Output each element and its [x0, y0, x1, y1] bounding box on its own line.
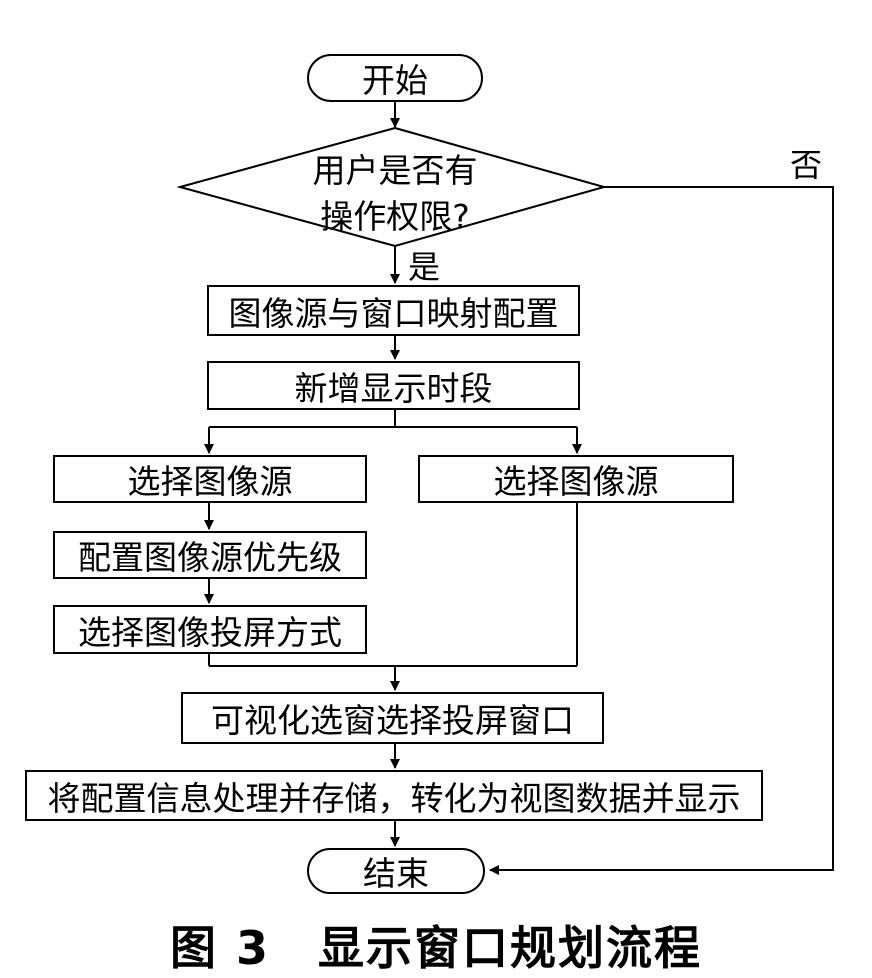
decision-text: 用户是否有 操作权限?: [190, 148, 600, 240]
yes-label: 是: [408, 248, 441, 286]
step-process-store: 将配置信息处理并存储，转化为视图数据并显示: [25, 770, 763, 821]
end-terminal: 结束: [307, 848, 485, 894]
decision-line-2: 操作权限?: [320, 197, 470, 236]
arrow-no-branch: [489, 186, 834, 875]
step-mapping-config: 图像源与窗口映射配置: [207, 285, 580, 336]
step-select-window: 可视化选窗选择投屏窗口: [181, 692, 604, 744]
step-projection-mode: 选择图像投屏方式: [53, 605, 367, 654]
figure-caption: 图 3 显示窗口规划流程: [169, 921, 703, 975]
step-priority: 配置图像源优先级: [53, 531, 367, 579]
step-select-source-right: 选择图像源: [418, 455, 734, 503]
start-terminal: 开始: [307, 54, 483, 102]
step-select-source-left: 选择图像源: [53, 455, 367, 503]
no-label: 否: [790, 146, 823, 184]
decision-line-1: 用户是否有: [312, 151, 478, 190]
step-add-period: 新增显示时段: [207, 361, 580, 410]
